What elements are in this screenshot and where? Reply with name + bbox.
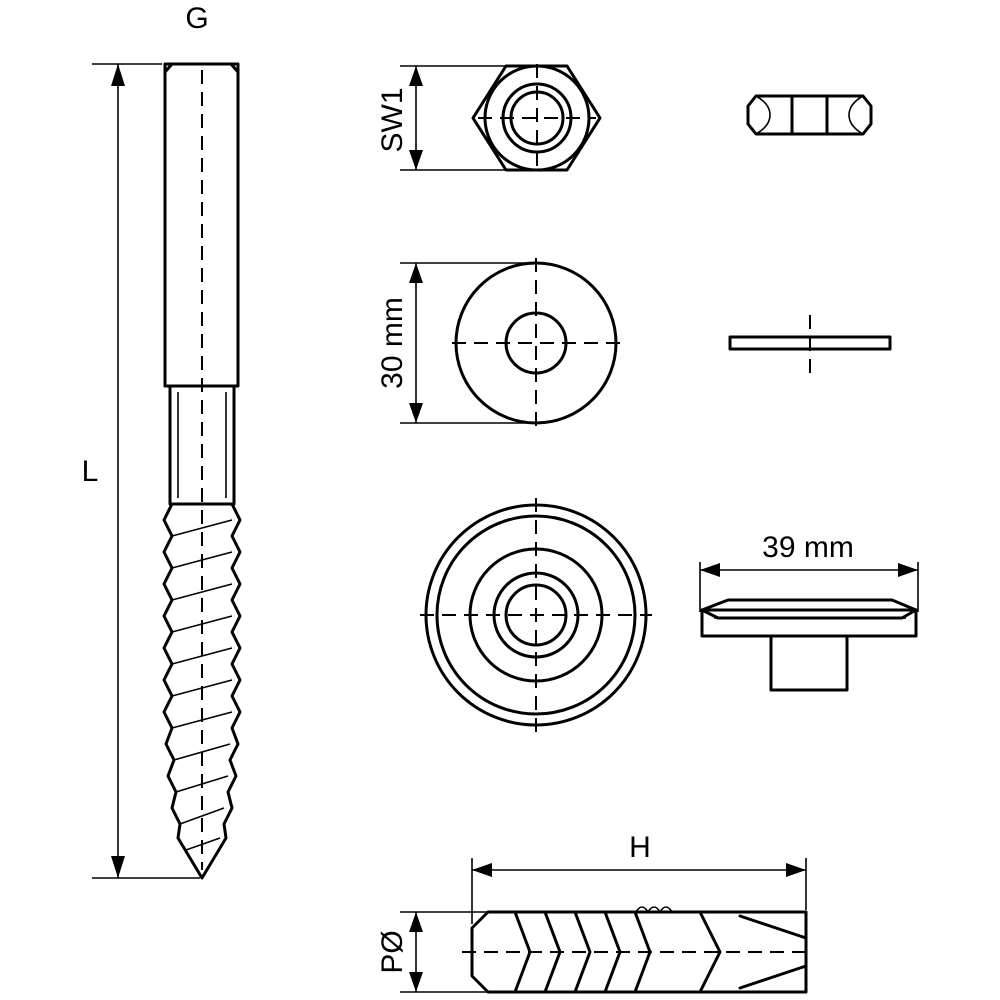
plug-length-label: H: [629, 831, 651, 864]
wall-plug: [462, 906, 812, 994]
length-label: L: [82, 455, 99, 488]
washer-side-view: [728, 315, 892, 378]
length-dimension: [92, 63, 200, 879]
rosette-diameter-label: 39 mm: [762, 531, 854, 564]
plug-diameter-dimension: [400, 911, 488, 993]
rosette-side-view: [700, 598, 918, 692]
hex-nut-front-view: [471, 64, 602, 172]
rosette-diameter-dimension: [699, 562, 919, 612]
plug-length-dimension: [471, 858, 807, 924]
washer-front-view: [452, 258, 620, 428]
washer-diameter-label: 30 mm: [376, 297, 409, 389]
hanger-bolt: [162, 62, 242, 880]
bolt-thread-chamfer: [163, 62, 240, 74]
rosette-front-view: [420, 498, 652, 732]
nut-width-dimension: [400, 65, 506, 171]
plug-diameter-label: PØ: [376, 930, 409, 973]
nut-width-label: SW1: [376, 87, 409, 152]
thread-diameter-label: G: [185, 2, 208, 35]
hex-nut-side-view: [746, 94, 873, 136]
washer-diameter-dimension: [400, 262, 536, 424]
